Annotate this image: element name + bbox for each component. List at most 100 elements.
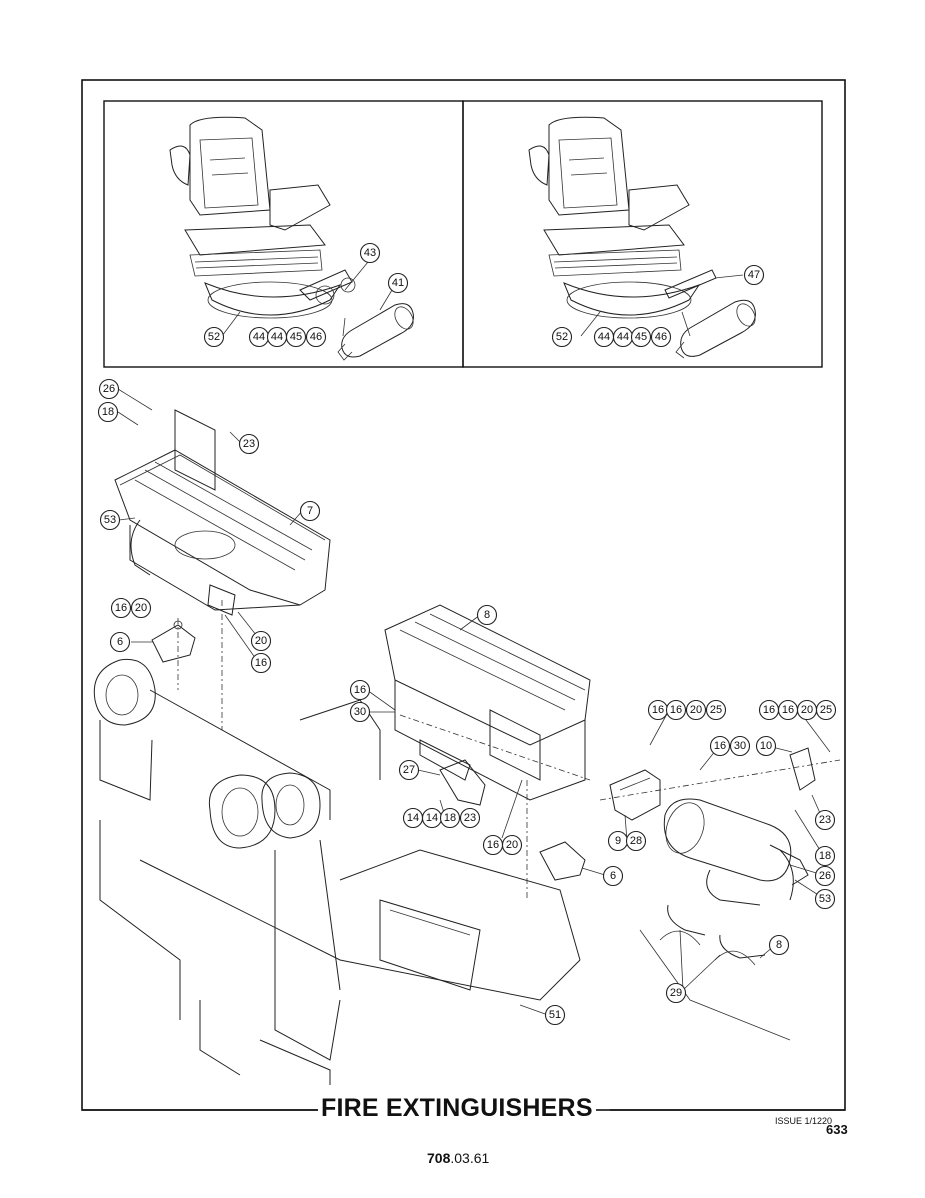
callout-label: 16 — [487, 839, 499, 851]
callout-label: 25 — [710, 704, 722, 716]
callout-circle — [625, 830, 647, 852]
doc-number: 708.03.61 — [427, 1150, 489, 1166]
callout-right-inset-5: 46 — [650, 326, 672, 348]
callout-main-7: 6 — [109, 631, 131, 653]
callout-circle — [349, 679, 371, 701]
callout-label: 7 — [307, 505, 313, 517]
callout-label: 18 — [102, 406, 114, 418]
callout-main-27: 16 — [758, 699, 780, 721]
callout-label: 10 — [760, 740, 772, 752]
callout-main-24: 25 — [705, 699, 727, 721]
callout-left-inset-3: 44 — [248, 326, 270, 348]
callout-label: 20 — [135, 602, 147, 614]
callout-label: 47 — [748, 269, 760, 281]
callout-circle — [285, 326, 307, 348]
page-number: 633 — [826, 1122, 848, 1137]
callout-right-inset-0: 47 — [743, 264, 765, 286]
callout-circle — [250, 630, 272, 652]
callout-main-28: 16 — [777, 699, 799, 721]
callout-circle — [814, 888, 836, 910]
callout-circle — [501, 834, 523, 856]
callout-label: 43 — [364, 247, 376, 259]
callout-label: 6 — [117, 636, 123, 648]
callout-main-12: 30 — [349, 701, 371, 723]
callout-label: 16 — [115, 602, 127, 614]
callout-main-34: 23 — [814, 809, 836, 831]
bracket-10 — [789, 747, 816, 791]
bracket-9 — [609, 769, 661, 821]
callout-circle — [97, 401, 119, 423]
callout-main-5: 16 — [110, 597, 132, 619]
callout-label: 16 — [652, 704, 664, 716]
callout-circle — [110, 597, 132, 619]
callout-main-17: 23 — [459, 807, 481, 829]
callout-circle — [476, 604, 498, 626]
callout-main-9: 16 — [250, 652, 272, 674]
callout-label: 44 — [598, 331, 610, 343]
callout-circle — [398, 759, 420, 781]
callout-label: 26 — [819, 870, 831, 882]
callout-circle — [650, 326, 672, 348]
callout-label: 44 — [253, 331, 265, 343]
right-inset-panel — [462, 100, 823, 368]
callout-circle — [544, 1004, 566, 1026]
callout-label: 16 — [354, 684, 366, 696]
callout-main-31: 10 — [755, 735, 777, 757]
callout-main-25: 16 — [709, 735, 731, 757]
callout-main-32: 9 — [607, 830, 629, 852]
callout-right-inset-4: 45 — [630, 326, 652, 348]
callout-circle — [299, 500, 321, 522]
callout-label: 18 — [444, 812, 456, 824]
callout-main-0: 26 — [98, 378, 120, 400]
callout-main-14: 14 — [402, 807, 424, 829]
callout-label: 53 — [104, 514, 116, 526]
main-extinguisher — [663, 798, 809, 906]
callout-label: 26 — [103, 383, 115, 395]
callout-main-10: 8 — [476, 604, 498, 626]
callout-label: 14 — [407, 812, 419, 824]
callout-left-inset-1: 41 — [387, 272, 409, 294]
callout-circle — [815, 699, 837, 721]
callout-circle — [98, 378, 120, 400]
callout-label: 29 — [670, 987, 682, 999]
callout-label: 30 — [734, 740, 746, 752]
callout-label: 8 — [484, 609, 490, 621]
callout-circle — [743, 264, 765, 286]
callout-label: 44 — [617, 331, 629, 343]
callout-circle — [99, 509, 121, 531]
callout-circle — [439, 807, 461, 829]
callout-main-3: 7 — [299, 500, 321, 522]
callout-label: 23 — [243, 438, 255, 450]
callout-label: 27 — [403, 764, 415, 776]
callout-right-inset-3: 44 — [612, 326, 634, 348]
callout-label: 20 — [506, 839, 518, 851]
callout-label: 30 — [354, 706, 366, 718]
callout-main-23: 20 — [685, 699, 707, 721]
callout-label: 51 — [549, 1009, 561, 1021]
callout-label: 46 — [655, 331, 667, 343]
callout-circle — [709, 735, 731, 757]
callout-circle — [130, 597, 152, 619]
callout-label: 20 — [690, 704, 702, 716]
callout-main-30: 25 — [815, 699, 837, 721]
callout-main-8: 20 — [250, 630, 272, 652]
callout-left-inset-5: 45 — [285, 326, 307, 348]
callout-main-1: 18 — [97, 401, 119, 423]
callout-circle — [203, 326, 225, 348]
callout-label: 18 — [819, 850, 831, 862]
callout-label: 6 — [610, 870, 616, 882]
callout-circle — [459, 807, 481, 829]
callout-label: 52 — [208, 331, 220, 343]
page-title: FIRE EXTINGUISHERS — [318, 1094, 596, 1123]
loader-frame — [93, 658, 581, 1085]
callout-label: 20 — [255, 635, 267, 647]
right-seat-drawing — [528, 116, 717, 319]
callout-main-22: 16 — [665, 699, 687, 721]
callout-left-inset-6: 46 — [305, 326, 327, 348]
callout-circle — [768, 934, 790, 956]
callout-label: 16 — [714, 740, 726, 752]
callout-left-inset-2: 52 — [203, 326, 225, 348]
callout-circle — [814, 845, 836, 867]
